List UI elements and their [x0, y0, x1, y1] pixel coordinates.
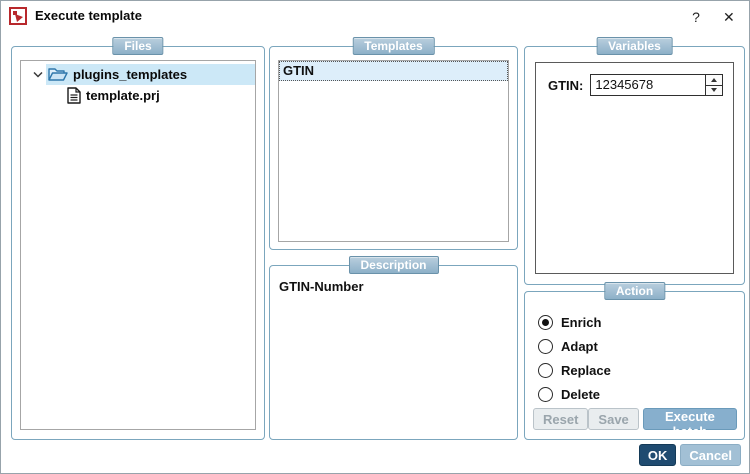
spinner-buttons — [705, 75, 722, 95]
gtin-spinbox-value[interactable]: 12345678 — [595, 77, 654, 92]
radio-label: Delete — [561, 386, 601, 402]
radio-icon — [538, 386, 553, 402]
radio-adapt[interactable]: Adapt — [538, 338, 598, 354]
files-tree: plugins_templates template.prj — [20, 60, 256, 430]
reset-button[interactable]: Reset — [533, 408, 589, 430]
radio-label: Adapt — [561, 338, 598, 354]
description-group: Description GTIN-Number — [269, 256, 518, 440]
gtin-spinbox[interactable]: 12345678 — [590, 74, 723, 96]
action-group-label: Action — [603, 282, 666, 300]
execute-batch-button[interactable]: Execute batch — [642, 408, 737, 439]
save-button[interactable]: Save — [588, 408, 639, 430]
ok-button[interactable]: OK — [638, 444, 677, 466]
variables-group-label: Variables — [596, 37, 673, 55]
titlebar: Execute template ? ✕ — [1, 1, 749, 31]
tree-node-plugins-templates[interactable]: plugins_templates — [46, 64, 255, 85]
radio-icon — [538, 314, 553, 330]
tree-row-file[interactable]: template.prj — [21, 85, 255, 106]
radio-delete[interactable]: Delete — [538, 386, 600, 402]
app-icon — [9, 7, 27, 25]
gtin-field-label: GTIN: — [548, 77, 584, 93]
description-text: GTIN-Number — [279, 279, 364, 294]
description-group-label: Description — [348, 256, 439, 274]
cancel-button[interactable]: Cancel — [680, 444, 741, 466]
radio-enrich[interactable]: Enrich — [538, 314, 601, 330]
radio-replace[interactable]: Replace — [538, 362, 611, 378]
chevron-down-icon[interactable] — [30, 71, 46, 78]
radio-label: Replace — [561, 362, 611, 378]
radio-label: Enrich — [561, 314, 602, 330]
action-group: Action Enrich Adapt Replace Delete Reset… — [524, 282, 745, 440]
variables-group: Variables GTIN: 12345678 — [524, 37, 745, 285]
help-button[interactable]: ? — [685, 6, 707, 26]
dialog-footer: OK Cancel — [638, 444, 741, 466]
variables-panel: GTIN: 12345678 — [535, 62, 734, 274]
close-icon[interactable]: ✕ — [717, 6, 739, 26]
tree-node-template-prj[interactable]: template.prj — [65, 85, 255, 106]
tree-row-folder[interactable]: plugins_templates — [21, 64, 255, 85]
tree-label: plugins_templates — [73, 67, 188, 82]
template-list-item[interactable]: GTIN — [279, 61, 508, 81]
spin-down-icon[interactable] — [706, 85, 722, 95]
files-group-label: Files — [112, 37, 164, 55]
templates-group: Templates GTIN — [269, 37, 518, 250]
radio-icon — [538, 338, 553, 354]
templates-group-label: Templates — [352, 37, 435, 55]
window-title: Execute template — [35, 8, 142, 23]
folder-open-icon — [48, 67, 68, 82]
tree-label: template.prj — [86, 88, 160, 103]
action-buttons-row: Reset Save Execute batch — [533, 408, 737, 439]
radio-icon — [538, 362, 553, 378]
spin-up-icon[interactable] — [706, 75, 722, 86]
files-group: Files plugins_templates — [11, 37, 265, 440]
file-icon — [67, 87, 81, 104]
variable-row: GTIN: 12345678 — [548, 74, 723, 96]
templates-list: GTIN — [278, 60, 509, 242]
